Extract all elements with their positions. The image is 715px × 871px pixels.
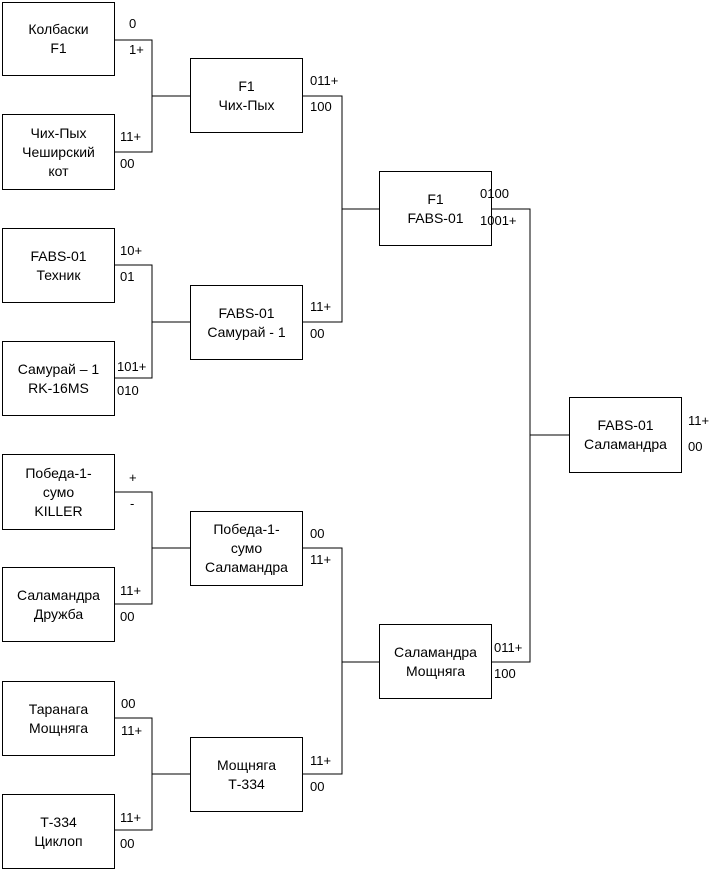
team-name-line: F1 bbox=[50, 40, 67, 56]
score-r1-2-bottom: 00 bbox=[120, 156, 135, 171]
score-r3-1-top: 0100 bbox=[480, 186, 509, 201]
score-r3-2-bottom: 100 bbox=[494, 666, 516, 681]
team-name-line: Техник bbox=[36, 266, 81, 283]
team-name-line: Мощняга bbox=[405, 662, 466, 679]
team-name-line: FABS-01 bbox=[218, 304, 275, 321]
score-r2-3-top: 00 bbox=[310, 526, 325, 541]
team-name-line: Чих-Пых bbox=[218, 96, 275, 113]
score-r1-5-bottom: - bbox=[130, 496, 135, 511]
team-name-line: сумо bbox=[42, 483, 75, 500]
score-r1-7-bottom: 11+ bbox=[121, 723, 143, 738]
score-r1-6-top: 11+ bbox=[120, 583, 142, 598]
team-name-line: KILLER bbox=[34, 502, 83, 519]
score-r4-1-top: 11+ bbox=[688, 413, 710, 428]
score-r1-2-top: 11+ bbox=[120, 129, 142, 144]
score-r1-5-top: + bbox=[129, 470, 137, 485]
team-name-line: Самурай - 1 bbox=[207, 323, 286, 340]
score-r3-1-bottom: 1001+ bbox=[480, 213, 517, 228]
team-name-line: Мощняга bbox=[216, 756, 277, 773]
connector-r3-1-2 bbox=[492, 208, 531, 663]
score-r4-1-bottom: 00 bbox=[688, 439, 703, 454]
score-r2-4-top: 11+ bbox=[310, 753, 332, 768]
team-name-line: Саламандра bbox=[394, 643, 477, 660]
team-name-line: Победа-1- bbox=[213, 521, 280, 537]
team-name-line: F1 bbox=[427, 190, 444, 207]
score-r1-3-top: 10+ bbox=[120, 243, 143, 258]
score-r1-8-bottom: 00 bbox=[120, 836, 135, 851]
score-r1-4-top: 101+ bbox=[117, 359, 147, 374]
score-r2-3-bottom: 11+ bbox=[310, 552, 332, 567]
team-name-line: Самурай – 1 bbox=[17, 360, 100, 377]
score-r2-2-top: 11+ bbox=[310, 299, 332, 314]
team-name-line: Циклоп bbox=[34, 832, 83, 849]
team-box-r1-4: Самурай – 1 RK-16MS bbox=[2, 341, 115, 416]
team-name-line: FABS-01 bbox=[30, 247, 87, 264]
score-r1-8-top: 11+ bbox=[120, 810, 142, 825]
team-name-line: сумо bbox=[230, 540, 263, 556]
team-name-line: Саламандра bbox=[205, 559, 288, 575]
score-r2-4-bottom: 00 bbox=[310, 779, 325, 794]
team-name-line: Таранага bbox=[28, 700, 89, 717]
score-r1-1-bottom: 1+ bbox=[129, 42, 144, 57]
connector-r2-3-4 bbox=[303, 547, 343, 775]
team-name-line: Т-334 bbox=[40, 813, 77, 830]
team-name-line: Дружба bbox=[33, 605, 84, 622]
team-name-line: Колбаски bbox=[28, 21, 89, 37]
team-name-line: F1 bbox=[238, 77, 255, 94]
team-name-line: Мощняга bbox=[28, 719, 88, 736]
score-r1-7-top: 00 bbox=[121, 696, 136, 711]
team-name-line: Чих-Пых bbox=[30, 124, 87, 141]
score-r2-1-top: 011+ bbox=[310, 73, 339, 88]
team-name-line: FABS-01 bbox=[597, 417, 654, 433]
team-name-line: Победа-1- bbox=[25, 464, 92, 481]
score-r2-2-bottom: 00 bbox=[310, 326, 325, 341]
team-name-line: Саламандра bbox=[584, 436, 667, 452]
team-name-line: кот bbox=[48, 162, 69, 179]
score-r1-6-bottom: 00 bbox=[120, 609, 135, 624]
score-r3-2-top: 011+ bbox=[494, 640, 523, 655]
team-name-line: Саламандра bbox=[17, 586, 100, 603]
team-name-line: FABS-01 bbox=[407, 209, 464, 226]
team-name-line: Т-334 bbox=[228, 775, 265, 792]
score-r2-1-bottom: 100 bbox=[310, 99, 332, 114]
team-name-line: RK-16MS bbox=[28, 379, 89, 396]
team-name-line: Чеширский bbox=[22, 143, 95, 160]
score-r1-4-bottom: 010 bbox=[117, 383, 139, 398]
score-r1-3-bottom: 01 bbox=[120, 269, 135, 284]
score-r1-1-top: 0 bbox=[129, 16, 137, 31]
connector-r2-1-2 bbox=[303, 95, 343, 323]
